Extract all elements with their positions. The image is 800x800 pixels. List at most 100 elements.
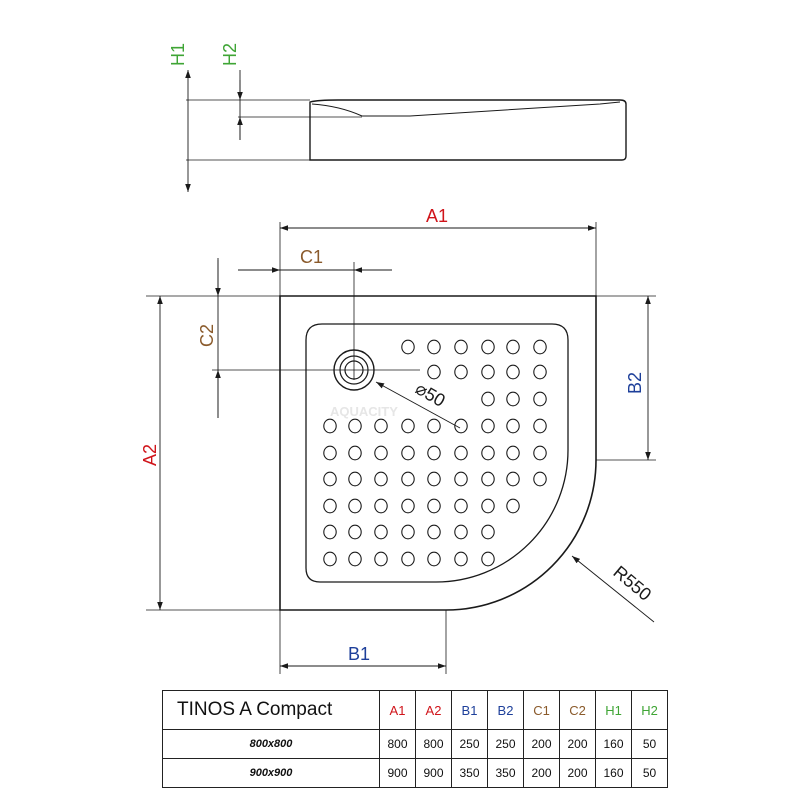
anti-slip-dot [323, 498, 337, 514]
cell-h2: 50 [631, 729, 668, 759]
anti-slip-dot [401, 471, 415, 487]
anti-slip-dot [427, 498, 441, 514]
anti-slip-dot [427, 418, 441, 434]
drain-diameter-label: ⌀50 [412, 378, 449, 411]
anti-slip-dot [427, 364, 441, 380]
anti-slip-dot [481, 551, 495, 567]
anti-slip-dot [454, 551, 468, 567]
anti-slip-dot [506, 418, 520, 434]
anti-slip-dot [374, 471, 388, 487]
a2-label: A2 [140, 444, 160, 466]
anti-slip-dot [481, 445, 495, 461]
anti-slip-dot [323, 471, 337, 487]
side-profile-outline [309, 99, 627, 161]
spec-header-row: TINOS A Compact A1 A2 B1 B2 C1 C2 H1 H2 [162, 690, 668, 730]
radius-label: R550 [609, 562, 655, 605]
anti-slip-dot [401, 339, 415, 355]
header-h1: H1 [595, 690, 632, 730]
h2-label: H2 [220, 43, 240, 66]
cell-b1: 250 [451, 729, 488, 759]
basin-outline [305, 323, 569, 583]
anti-slip-dot [348, 551, 362, 567]
header-c2: C2 [559, 690, 596, 730]
cell-h1: 160 [595, 729, 632, 759]
header-c1: C1 [523, 690, 560, 730]
cell-c2: 200 [559, 729, 596, 759]
row-size: 900x900 [162, 758, 380, 788]
anti-slip-dot [533, 418, 547, 434]
table-row: 900x900 900 900 350 350 200 200 160 50 [162, 758, 668, 788]
anti-slip-dot [454, 445, 468, 461]
anti-slip-dot [506, 364, 520, 380]
header-h2: H2 [631, 690, 668, 730]
anti-slip-dot [454, 418, 468, 434]
cell-h1: 160 [595, 758, 632, 788]
cell-a1: 900 [379, 758, 416, 788]
anti-slip-dot [348, 471, 362, 487]
table-row: 800x800 800 800 250 250 200 200 160 50 [162, 729, 668, 759]
anti-slip-dot [401, 445, 415, 461]
anti-slip-dot [374, 498, 388, 514]
anti-slip-dot [323, 524, 337, 540]
cell-c2: 200 [559, 758, 596, 788]
tray-outline [279, 295, 597, 611]
b2-label: B2 [625, 372, 645, 394]
anti-slip-dot [506, 339, 520, 355]
anti-slip-dot [374, 418, 388, 434]
anti-slip-dot [348, 524, 362, 540]
c1-label: C1 [300, 247, 323, 267]
cell-b2: 350 [487, 758, 524, 788]
anti-slip-dot [374, 445, 388, 461]
anti-slip-dot [427, 339, 441, 355]
header-a2: A2 [415, 690, 452, 730]
anti-slip-dot [323, 418, 337, 434]
anti-slip-dot [348, 445, 362, 461]
side-view [185, 70, 627, 192]
anti-slip-dot [533, 364, 547, 380]
anti-slip-dot [481, 471, 495, 487]
plan-view [146, 222, 656, 674]
b1-label: B1 [348, 644, 370, 664]
anti-slip-dot [481, 339, 495, 355]
anti-slip-dot [323, 445, 337, 461]
anti-slip-dot [506, 498, 520, 514]
anti-slip-dot [427, 471, 441, 487]
radius-leader [571, 555, 655, 623]
cell-h2: 50 [631, 758, 668, 788]
anti-slip-dot [533, 391, 547, 407]
cell-c1: 200 [523, 729, 560, 759]
anti-slip-dot [506, 445, 520, 461]
anti-slip-dot [481, 364, 495, 380]
header-b1: B1 [451, 690, 488, 730]
anti-slip-dots [323, 339, 547, 567]
cell-b1: 350 [451, 758, 488, 788]
cell-c1: 200 [523, 758, 560, 788]
anti-slip-dot [454, 524, 468, 540]
anti-slip-dot [348, 498, 362, 514]
anti-slip-dot [454, 471, 468, 487]
spec-table: TINOS A Compact A1 A2 B1 B2 C1 C2 H1 H2 … [162, 690, 668, 788]
anti-slip-dot [401, 551, 415, 567]
anti-slip-dot [454, 339, 468, 355]
anti-slip-dot [401, 498, 415, 514]
anti-slip-dot [454, 364, 468, 380]
anti-slip-dot [506, 391, 520, 407]
anti-slip-dot [454, 498, 468, 514]
anti-slip-dot [481, 391, 495, 407]
anti-slip-dot [533, 339, 547, 355]
anti-slip-dot [481, 524, 495, 540]
cell-a2: 800 [415, 729, 452, 759]
anti-slip-dot [533, 445, 547, 461]
anti-slip-dot [348, 418, 362, 434]
anti-slip-dot [374, 524, 388, 540]
anti-slip-dot [427, 551, 441, 567]
header-a1: A1 [379, 690, 416, 730]
anti-slip-dot [323, 551, 337, 567]
h1-label: H1 [168, 43, 188, 66]
anti-slip-dot [533, 471, 547, 487]
anti-slip-dot [427, 524, 441, 540]
row-size: 800x800 [162, 729, 380, 759]
anti-slip-dot [374, 551, 388, 567]
anti-slip-dot [401, 418, 415, 434]
